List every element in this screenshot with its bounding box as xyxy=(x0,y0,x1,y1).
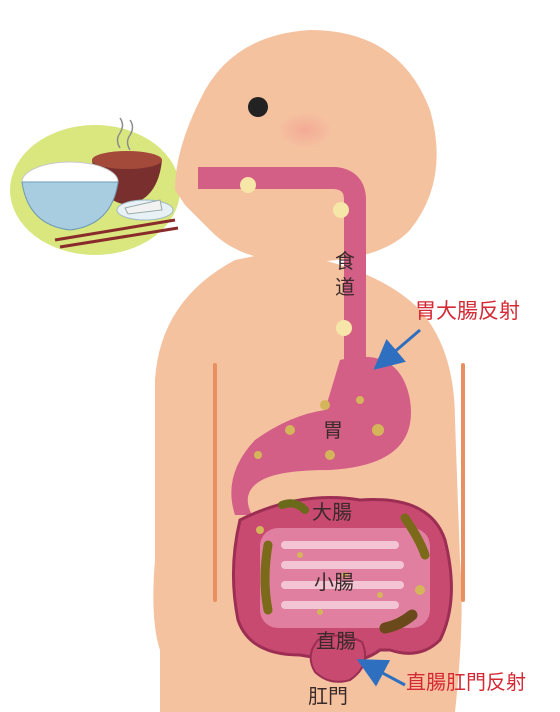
meal-plate-icon xyxy=(10,118,180,255)
annotation-gastrocolic-reflex: 胃大腸反射 xyxy=(415,299,520,323)
label-rectum: 直腸 xyxy=(316,629,356,653)
label-small-intestine: 小腸 xyxy=(314,570,354,594)
label-esophagus-char2: 道 xyxy=(335,275,355,299)
label-esophagus-char1: 食 xyxy=(335,249,355,273)
label-stomach: 胃 xyxy=(323,418,343,442)
label-anus: 肛門 xyxy=(308,684,348,708)
annotation-rectoanal-reflex: 直腸肛門反射 xyxy=(406,670,526,694)
label-large-intestine: 大腸 xyxy=(312,500,352,524)
